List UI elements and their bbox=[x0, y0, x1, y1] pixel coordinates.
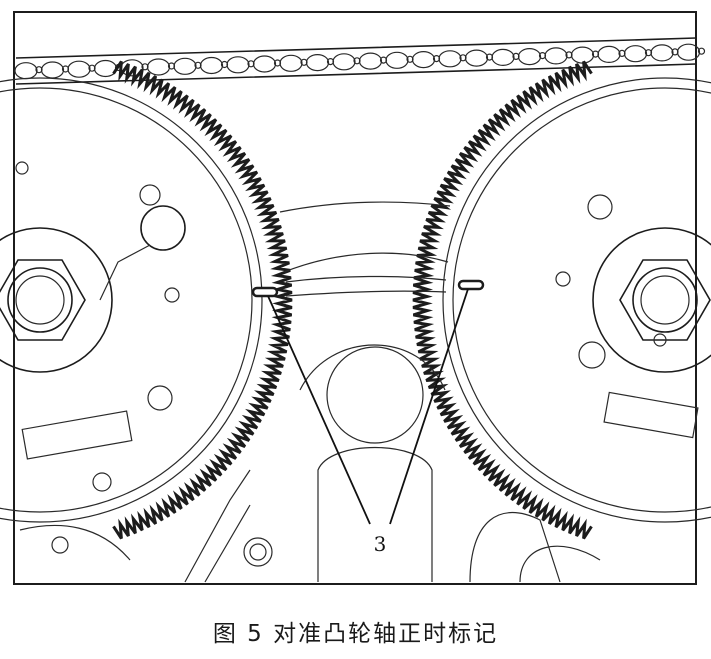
chain-link bbox=[305, 53, 330, 72]
figure-caption: 图 5 对准凸轮轴正时标记 bbox=[212, 621, 499, 647]
right-camshaft-sprocket bbox=[412, 60, 711, 540]
chain-link bbox=[517, 47, 542, 66]
chain-link bbox=[491, 48, 515, 67]
cylinder-head-detail bbox=[19, 201, 601, 583]
left-hub-outer bbox=[0, 227, 113, 373]
chain-link bbox=[358, 52, 383, 70]
right-timing-mark bbox=[457, 279, 485, 291]
chain-link bbox=[199, 56, 224, 75]
lower-bolt bbox=[243, 537, 273, 567]
left-camshaft-sprocket bbox=[0, 60, 293, 540]
chain-link bbox=[438, 50, 462, 68]
chain-link bbox=[623, 45, 648, 63]
leader-line-left bbox=[267, 295, 371, 525]
chain-link bbox=[411, 50, 436, 69]
chain-link bbox=[332, 53, 356, 71]
right-sprocket-teeth bbox=[412, 60, 593, 540]
chain-link bbox=[146, 58, 171, 76]
chain-link bbox=[385, 51, 409, 69]
chain-link bbox=[464, 49, 489, 67]
chain-link bbox=[252, 55, 277, 73]
chain-link bbox=[226, 56, 250, 74]
chain-link bbox=[676, 43, 701, 61]
left-bolt-hex bbox=[0, 259, 86, 341]
chain-link bbox=[173, 57, 197, 75]
leader-line-right bbox=[389, 288, 469, 525]
timing-chain bbox=[14, 37, 706, 85]
chain-link bbox=[650, 44, 674, 62]
chain-link bbox=[279, 54, 303, 72]
left-pin bbox=[140, 205, 186, 251]
chain-pin bbox=[697, 47, 706, 55]
chain-link bbox=[597, 45, 621, 64]
chain-link bbox=[67, 60, 91, 78]
right-bolt-hex bbox=[619, 259, 711, 341]
left-sprocket-teeth bbox=[112, 60, 293, 540]
left-timing-mark bbox=[251, 286, 279, 298]
callout-3: 3 bbox=[267, 288, 469, 556]
callout-label: 3 bbox=[374, 532, 387, 556]
right-hub-outer bbox=[592, 227, 711, 373]
chain-link bbox=[544, 47, 568, 65]
